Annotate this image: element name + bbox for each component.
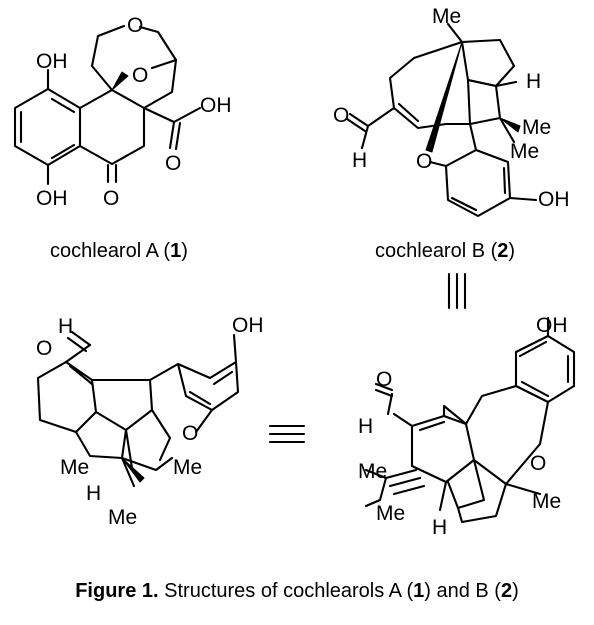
atom-label-o: O bbox=[376, 368, 392, 391]
atom-label-oh: OH bbox=[200, 94, 232, 117]
atom-label-o: O bbox=[182, 422, 198, 445]
atom-label-me: Me bbox=[510, 140, 539, 163]
atom-label-h: H bbox=[352, 149, 367, 172]
atom-label-h: H bbox=[58, 315, 73, 338]
atom-label-me: Me bbox=[432, 5, 461, 28]
atom-label-me: Me bbox=[358, 460, 387, 483]
atom-label-h: H bbox=[358, 415, 373, 438]
caption-text: ) and B ( bbox=[424, 580, 501, 602]
caption-text: Structures of cochlearols A ( bbox=[158, 580, 414, 602]
structure-cochlearol-b bbox=[345, 22, 538, 218]
atom-label-o: O bbox=[165, 152, 181, 175]
atom-label-o: O bbox=[127, 14, 143, 37]
atom-label-o: O bbox=[530, 452, 546, 475]
compound-label-b: cochlearol B (2) bbox=[375, 240, 515, 262]
caption-text: ) bbox=[512, 580, 519, 602]
caption-number: 1 bbox=[413, 580, 425, 602]
atom-label-me: Me bbox=[532, 490, 561, 513]
compound-label-a: cochlearol A (1) bbox=[50, 240, 188, 262]
atom-label-me: Me bbox=[60, 456, 89, 479]
equivalence-horizontal bbox=[268, 424, 306, 444]
atom-label-o: O bbox=[333, 104, 349, 127]
atom-label-oh: OH bbox=[536, 314, 568, 337]
atom-label-me: Me bbox=[376, 502, 405, 525]
atom-label-me: Me bbox=[108, 506, 137, 529]
structure-cochlearol-b-view-3 bbox=[364, 316, 576, 524]
atom-label-oh: OH bbox=[538, 188, 570, 211]
atom-label-oh: OH bbox=[36, 50, 68, 73]
atom-label-me: Me bbox=[173, 456, 202, 479]
structure-cochlearol-b-view-2 bbox=[36, 330, 240, 488]
atom-label-oh: OH bbox=[232, 314, 264, 337]
atom-label-h: H bbox=[432, 516, 447, 539]
atom-label-o: O bbox=[416, 150, 432, 173]
atom-label-me: Me bbox=[522, 116, 551, 139]
caption-label: Figure 1. bbox=[75, 580, 159, 602]
atom-label-h: H bbox=[526, 70, 541, 93]
caption-number: 2 bbox=[500, 580, 513, 602]
atom-label-o: O bbox=[132, 64, 148, 87]
atom-label-oh: OH bbox=[36, 187, 68, 210]
structure-cochlearol-a bbox=[13, 24, 202, 186]
atom-label-h: H bbox=[86, 482, 101, 505]
figure-caption: Figure 1. Structures of cochlearols A (1… bbox=[0, 580, 594, 603]
atom-label-o: O bbox=[36, 337, 52, 360]
equivalence-vertical bbox=[447, 272, 467, 310]
atom-label-o: O bbox=[103, 187, 119, 210]
